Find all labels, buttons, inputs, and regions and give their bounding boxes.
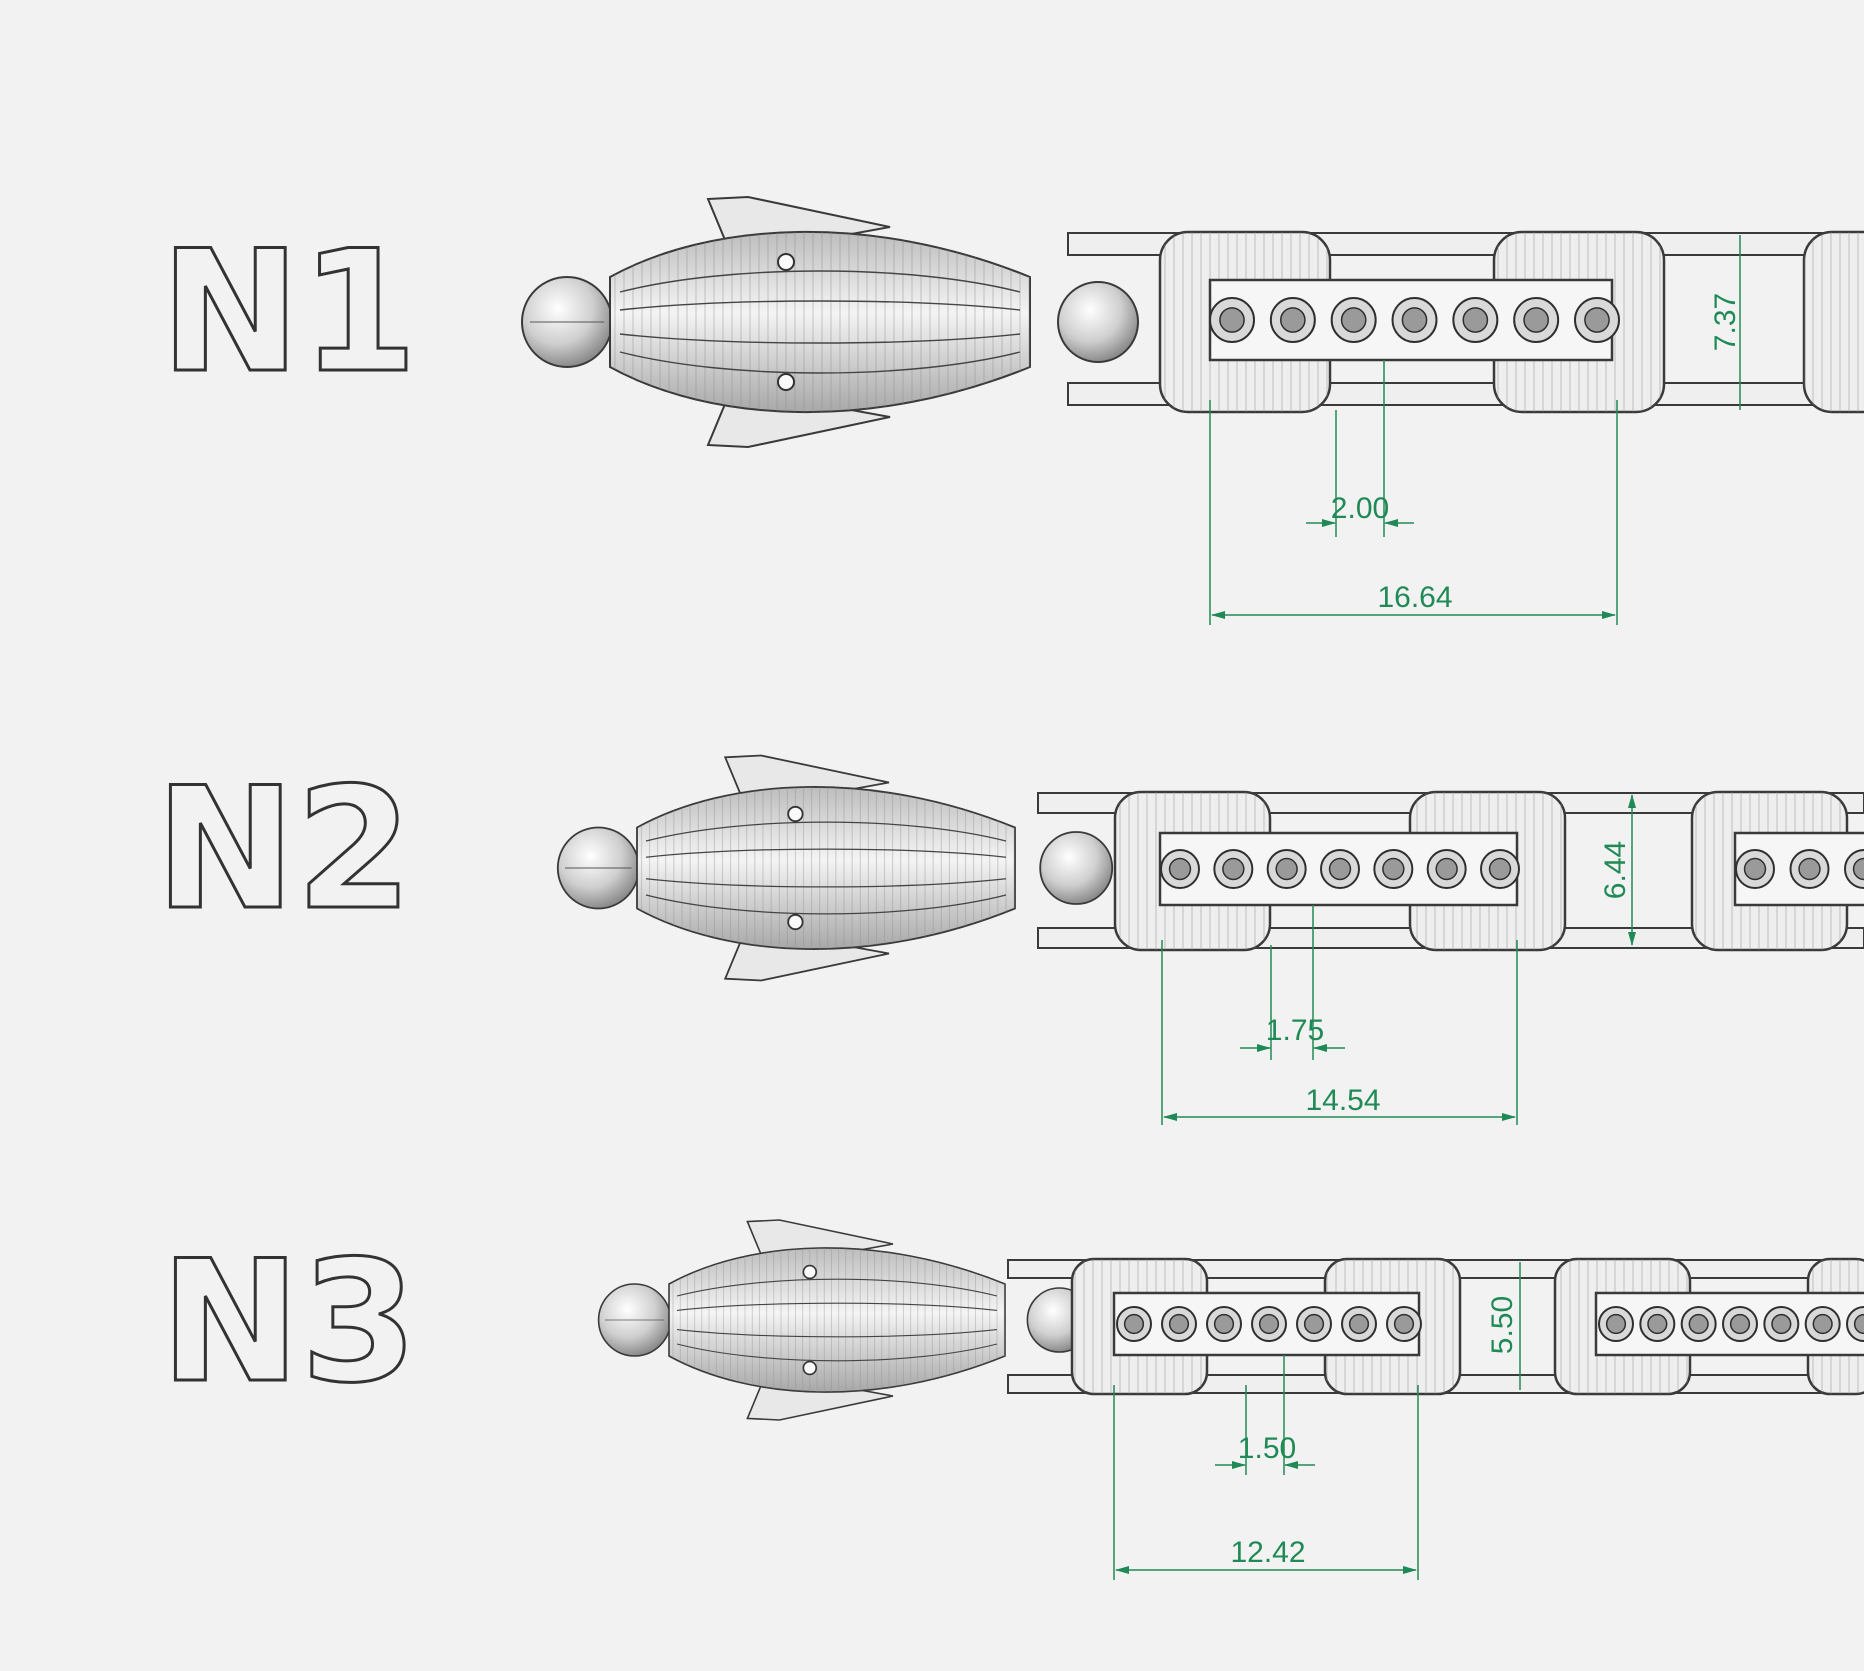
row-label-n2: N2 [155,751,413,947]
stone [1219,307,1245,333]
end-ball-right [1039,831,1114,905]
stone [1852,857,1864,881]
stone [1798,857,1821,881]
row-n3: N3 [159,1219,1864,1580]
dimension-height: 6.44 [1599,841,1632,899]
dimension-pitch: 12.42 [1230,1536,1305,1569]
stone [1382,857,1405,881]
stone [1605,1313,1627,1335]
stone [1729,1313,1751,1335]
chain-links-n1 [1067,230,1864,414]
dimensions-n1: 16.64 2.00 7.37 [1209,235,1742,625]
stone [1168,1313,1190,1335]
stone-row [1209,297,1620,343]
stone [1435,857,1458,881]
stone [1393,1313,1415,1335]
dimension-pitch: 14.54 [1305,1084,1380,1117]
dimension-gap: 2.00 [1331,492,1389,525]
dimensions-n3: 12.42 1.50 5.50 [1113,1262,1521,1580]
stone [1303,1313,1325,1335]
stone [1488,857,1512,881]
stone [1222,857,1245,881]
row-label-n3: N3 [160,1224,418,1420]
end-ball-right [1057,281,1139,363]
row-n2: N2 [154,750,1864,1125]
clasp-n2 [556,754,1114,982]
dimensions-n2: 14.54 1.75 6.44 [1161,794,1636,1125]
stone [1401,307,1428,333]
clasp-n1 [521,195,1139,449]
stone [1123,1313,1145,1335]
stone [1523,307,1550,333]
dimension-gap: 1.50 [1238,1432,1296,1465]
row-n1: N1 [159,195,1864,625]
stone [1328,857,1352,881]
stone [1340,307,1367,333]
dimension-gap: 1.75 [1266,1014,1324,1047]
row-label-n1: N1 [160,214,418,410]
stone [1462,307,1489,333]
stone [1584,307,1610,333]
dimension-height: 7.37 [1709,293,1742,351]
stone [1168,857,1192,881]
dimension-height: 5.50 [1486,1296,1519,1354]
stone [1771,1313,1792,1335]
chain-links-n2 [1037,790,1864,952]
chain-links-n3 [1007,1257,1864,1396]
stone [1853,1313,1864,1335]
clasp-n3 [597,1219,1093,1421]
stone [1743,857,1767,881]
dimension-pitch: 16.64 [1377,581,1452,614]
stone [1258,1313,1280,1335]
stone [1647,1313,1668,1335]
stone [1348,1313,1370,1335]
stone [1279,307,1306,333]
stone [1213,1313,1235,1335]
stone [1812,1313,1833,1335]
stone-row [1116,1306,1864,1342]
stone [1688,1313,1709,1335]
stone-row [1160,849,1864,889]
stone [1275,857,1298,881]
